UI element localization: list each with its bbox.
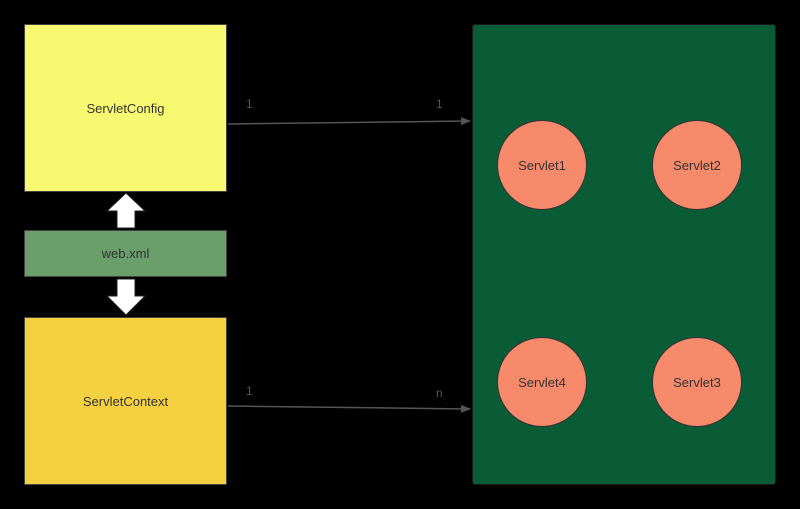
servlet-config-label: ServletConfig: [86, 100, 165, 116]
config-to-servlet-arrow: [227, 117, 471, 126]
web-xml-box: web.xml: [24, 230, 227, 277]
context-target-multiplicity: n: [436, 386, 443, 400]
servlet1-label: Servlet1: [518, 157, 566, 173]
servlet2-label: Servlet2: [673, 157, 721, 173]
servlet-context-label: ServletContext: [82, 393, 169, 409]
servlet-config-box: ServletConfig: [24, 24, 227, 192]
servlet1-node: Servlet1: [497, 120, 587, 210]
servlet-context-box: ServletContext: [24, 317, 227, 485]
down-arrow-icon: [105, 278, 147, 316]
servlet3-label: Servlet3: [673, 374, 721, 390]
servlet4-node: Servlet4: [497, 337, 587, 427]
web-xml-label: web.xml: [101, 246, 150, 261]
context-to-servlet-arrow: [227, 404, 471, 413]
context-source-multiplicity: 1: [246, 384, 253, 398]
servlet2-node: Servlet2: [652, 120, 742, 210]
servlet4-label: Servlet4: [518, 374, 566, 390]
up-arrow-icon: [105, 192, 147, 229]
servlet3-node: Servlet3: [652, 337, 742, 427]
config-source-multiplicity: 1: [246, 97, 253, 111]
config-target-multiplicity: 1: [436, 97, 443, 111]
